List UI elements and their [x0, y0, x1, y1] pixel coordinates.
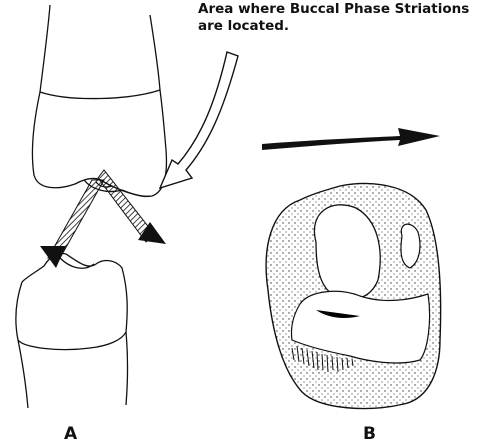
lower-tooth [16, 254, 128, 409]
panel-label-a: A [64, 424, 77, 444]
pointer-arrow [160, 52, 238, 188]
annotation-text: Area where Buccal Phase Striations are l… [198, 1, 476, 35]
occlusal-view [266, 184, 441, 409]
annotation-line-1: Area where Buccal Phase Striations [198, 1, 476, 18]
upper-tooth [32, 5, 166, 197]
annotation-line-2: are located. [198, 18, 476, 35]
contact-arrows [40, 170, 166, 268]
panel-label-b: B [363, 424, 376, 444]
direction-arrow [262, 128, 440, 150]
